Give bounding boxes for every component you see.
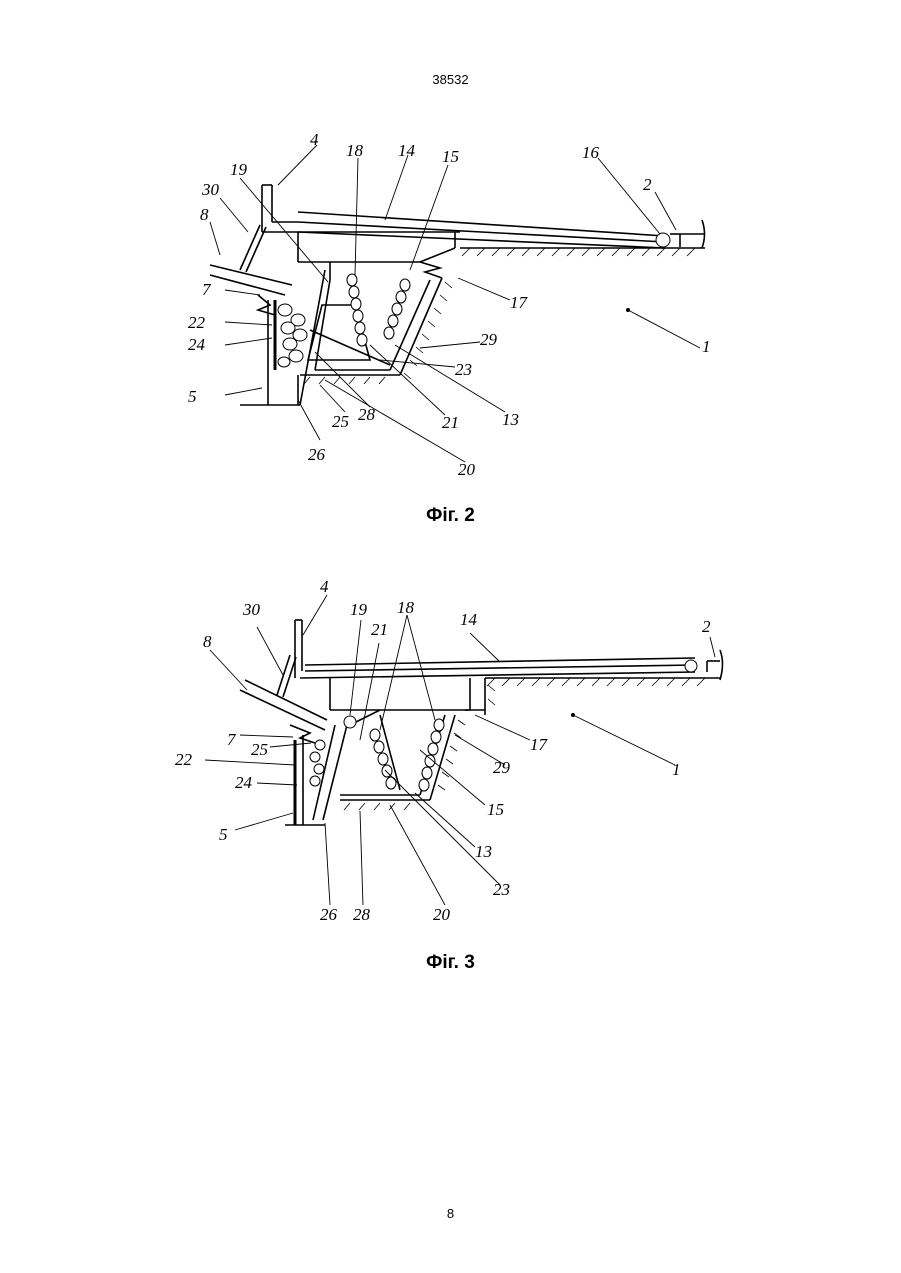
label-26: 26 — [308, 445, 326, 464]
label-5: 5 — [219, 825, 228, 844]
label-20: 20 — [433, 905, 451, 924]
label-25: 25 — [251, 740, 268, 759]
label-15: 15 — [487, 800, 504, 819]
label-25: 25 — [332, 412, 349, 431]
label-16: 16 — [582, 143, 600, 162]
label-24: 24 — [188, 335, 206, 354]
label-28: 28 — [353, 905, 371, 924]
label-7: 7 — [227, 730, 237, 749]
label-19: 19 — [230, 160, 248, 179]
label-24: 24 — [235, 773, 253, 792]
label-19: 19 — [350, 600, 368, 619]
label-8: 8 — [203, 632, 212, 651]
hopper — [298, 232, 455, 384]
label-1: 1 — [672, 760, 681, 779]
label-28: 28 — [358, 405, 376, 424]
figure-2-drawing: 4 18 14 15 16 2 19 30 8 7 22 24 5 26 25 … — [180, 130, 725, 485]
label-22: 22 — [175, 750, 193, 769]
label-18: 18 — [397, 598, 415, 617]
leader-lines — [205, 595, 715, 905]
conveyor-belt — [298, 212, 705, 248]
page-number: 8 — [0, 1206, 901, 1221]
label-1: 1 — [702, 337, 711, 356]
label-5: 5 — [188, 387, 197, 406]
label-29: 29 — [493, 758, 511, 777]
label-23: 23 — [493, 880, 510, 899]
label-26: 26 — [320, 905, 338, 924]
label-2: 2 — [702, 617, 711, 636]
label-14: 14 — [460, 610, 478, 629]
figure-2-caption: Фіг. 2 — [0, 505, 901, 527]
label-29: 29 — [480, 330, 498, 349]
figure-2-labels: 4 18 14 15 16 2 19 30 8 7 22 24 5 26 25 … — [188, 130, 711, 479]
label-22: 22 — [188, 313, 206, 332]
label-7: 7 — [202, 280, 212, 299]
label-21: 21 — [442, 413, 459, 432]
post-4 — [295, 620, 302, 678]
label-13: 13 — [475, 842, 492, 861]
label-4: 4 — [310, 130, 319, 149]
label-20: 20 — [458, 460, 476, 479]
label-4: 4 — [320, 577, 329, 596]
pebbles — [278, 274, 410, 367]
label-23: 23 — [455, 360, 472, 379]
pebbles — [310, 719, 444, 791]
label-18: 18 — [346, 141, 364, 160]
figure-3-labels: 4 19 18 14 2 30 21 8 7 25 22 24 5 26 28 … — [175, 577, 711, 924]
label-14: 14 — [398, 141, 416, 160]
label-30: 30 — [201, 180, 220, 199]
figure-3-caption: Фіг. 3 — [0, 952, 901, 974]
figure-3-drawing: 4 19 18 14 2 30 21 8 7 25 22 24 5 26 28 … — [175, 575, 730, 930]
conveyor-belt — [300, 650, 723, 680]
label-8: 8 — [200, 205, 209, 224]
label-21: 21 — [371, 620, 388, 639]
hopper — [313, 678, 495, 820]
label-13: 13 — [502, 410, 519, 429]
label-30: 30 — [242, 600, 261, 619]
label-17: 17 — [530, 735, 549, 754]
label-17: 17 — [510, 293, 529, 312]
ground-hatching — [460, 248, 705, 256]
ground-hatching — [485, 678, 720, 686]
left-wall — [210, 225, 325, 405]
document-number: 38532 — [0, 72, 901, 87]
label-15: 15 — [442, 147, 459, 166]
label-2: 2 — [643, 175, 652, 194]
